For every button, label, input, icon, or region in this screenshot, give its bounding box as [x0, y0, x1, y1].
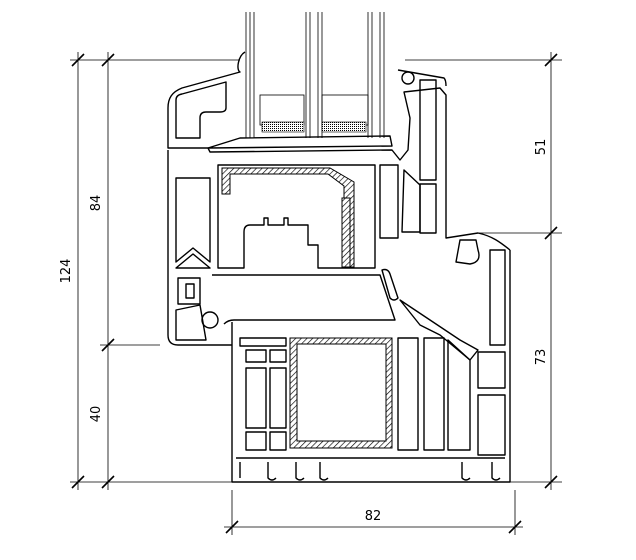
- sash-steel-reinforcement: [221, 167, 355, 268]
- dimension-frame-depth: 82: [365, 509, 382, 524]
- dimension-sash-height: 84: [89, 195, 104, 212]
- dimension-total-height: 124: [59, 259, 74, 284]
- dimension-lower-right-height: 73: [534, 349, 549, 366]
- frame-steel-reinforcement: [289, 337, 393, 449]
- dimension-frame-lower-height: 40: [89, 406, 104, 423]
- frame-profile: [231, 239, 511, 483]
- sash-steel-plate: [341, 197, 351, 268]
- glass-panes: [207, 12, 393, 149]
- dimension-lines: [70, 52, 562, 535]
- sash-profile: [167, 51, 511, 251]
- dimension-upper-right-height: 51: [534, 139, 549, 156]
- sash-chambers: [167, 150, 399, 346]
